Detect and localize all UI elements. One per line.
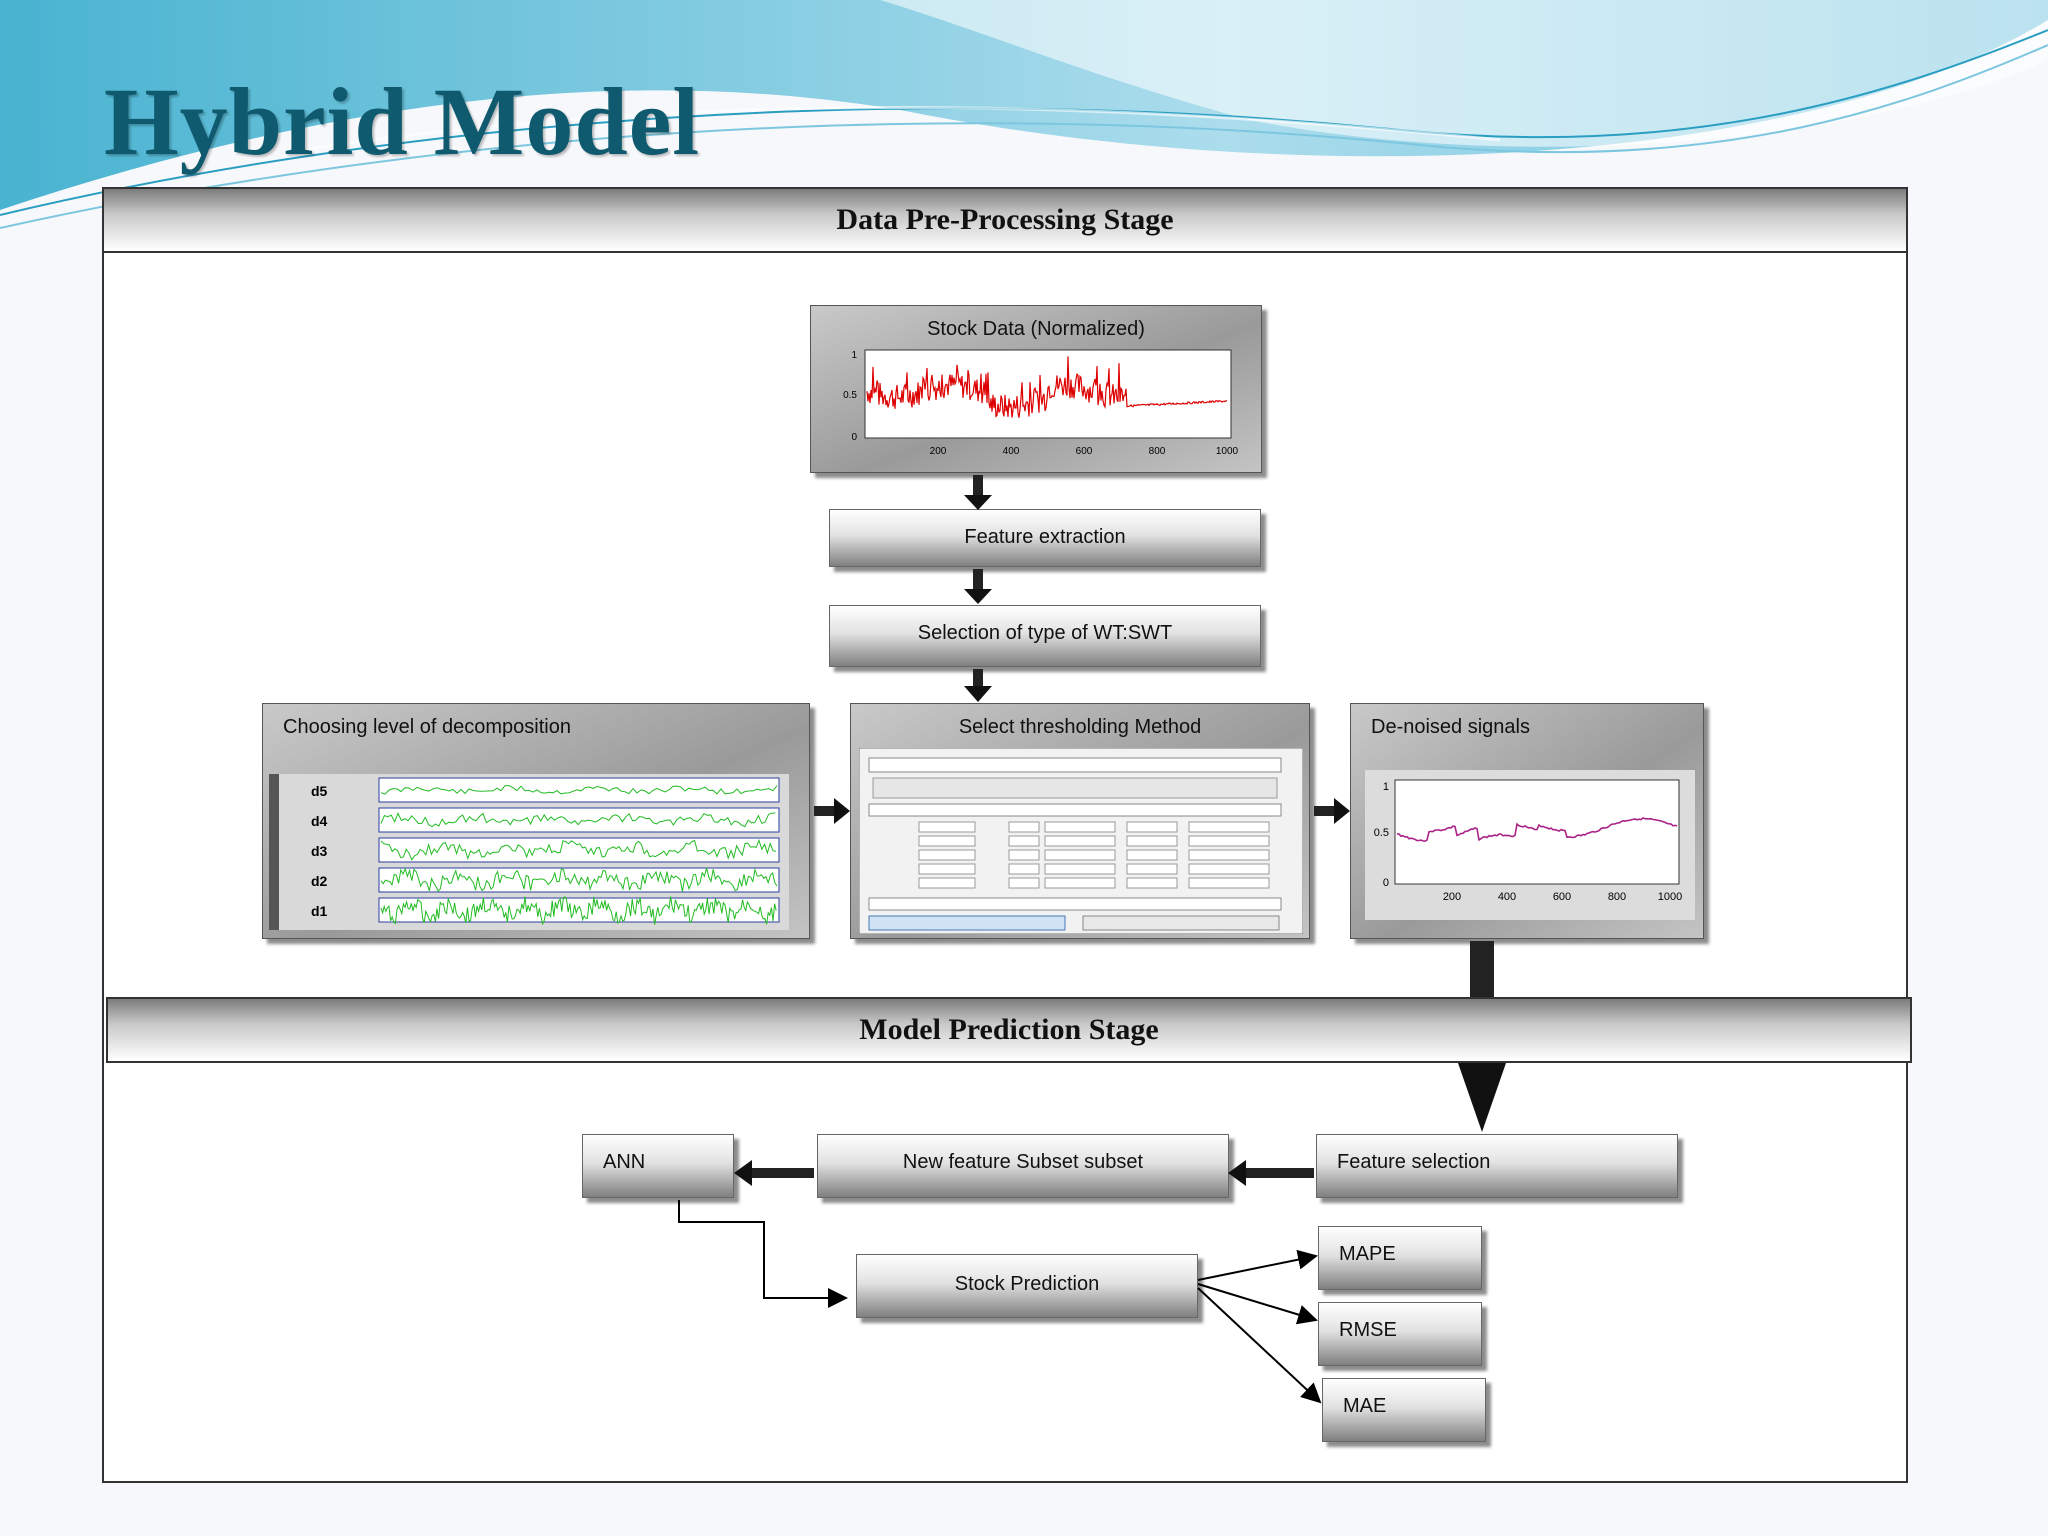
- wt-selection-box: Selection of type of WT:SWT: [829, 605, 1261, 667]
- ann-label: ANN: [603, 1151, 646, 1173]
- decomp-row-frame: [378, 867, 780, 893]
- decomp-level-label: d3: [311, 843, 328, 859]
- threshold-field-icon: [1126, 849, 1178, 861]
- stock-prediction-box: Stock Prediction: [856, 1254, 1198, 1318]
- denoised-xtick: 200: [1443, 891, 1461, 903]
- decomp-level-label: d4: [311, 813, 328, 829]
- stock-prediction-label: Stock Prediction: [954, 1273, 1100, 1295]
- feature-extraction-label: Feature extraction: [964, 526, 1126, 548]
- thresholding-dialog-icon: [859, 748, 1303, 934]
- threshold-field-icon: [1008, 835, 1040, 847]
- threshold-field-icon: [918, 821, 976, 833]
- stock-series-line: [866, 356, 1228, 418]
- denoised-xtick: 600: [1553, 891, 1571, 903]
- decomposition-panel: Choosing level of decomposition d5 d4 d3…: [262, 703, 810, 939]
- threshold-field-icon: [918, 835, 976, 847]
- stock-xtick: 400: [1003, 446, 1020, 457]
- decomposition-plot: d5 d4 d3 d2 d1: [269, 774, 789, 930]
- threshold-field-icon: [1008, 849, 1040, 861]
- threshold-field-icon: [918, 863, 976, 875]
- threshold-field-icon: [1044, 877, 1116, 889]
- threshold-field-icon: [1008, 877, 1040, 889]
- thresholding-label: Select thresholding Method: [958, 716, 1202, 738]
- mape-label: MAPE: [1339, 1243, 1396, 1265]
- mape-box: MAPE: [1318, 1226, 1482, 1290]
- ann-box: ANN: [582, 1134, 734, 1198]
- threshold-field-icon: [1188, 863, 1270, 875]
- decomp-row-frame: [378, 807, 780, 833]
- thresholding-panel: Select thresholding Method: [850, 703, 1310, 939]
- decomp-series-line: [380, 785, 778, 795]
- threshold-field-icon: [1126, 835, 1178, 847]
- preprocessing-stage-label: Data Pre-Processing Stage: [836, 203, 1174, 236]
- threshold-field-icon: [1188, 835, 1270, 847]
- mae-label: MAE: [1343, 1395, 1387, 1417]
- threshold-field-icon: [1126, 863, 1178, 875]
- threshold-field-icon: [1126, 821, 1178, 833]
- threshold-field-icon: [1044, 835, 1116, 847]
- denoised-xtick: 400: [1498, 891, 1516, 903]
- stock-xtick: 1000: [1216, 446, 1239, 457]
- decomp-series-line: [380, 812, 776, 828]
- stock-data-plot: 1 0.5 0 200 400 600 800 1000: [843, 349, 1239, 457]
- threshold-field-icon: [918, 849, 976, 861]
- stock-ytick: 0: [851, 432, 857, 443]
- stock-ytick: 1: [851, 350, 857, 361]
- threshold-field-icon: [1126, 877, 1178, 889]
- denoised-ytick: 0: [1383, 877, 1389, 889]
- new-subset-label: New feature Subset subset: [902, 1151, 1144, 1173]
- denoised-label: De-noised signals: [1371, 716, 1530, 738]
- preprocessing-stage-bar: Data Pre-Processing Stage: [102, 187, 1908, 253]
- denoised-plot: 1 0.5 0 200 400 600 800 1000: [1365, 770, 1695, 920]
- denoised-ytick: 0.5: [1374, 827, 1389, 839]
- threshold-field-icon: [1044, 821, 1116, 833]
- feature-extraction-box: Feature extraction: [829, 509, 1261, 567]
- threshold-field-icon: [1188, 821, 1270, 833]
- stock-ytick: 0.5: [843, 390, 857, 401]
- stock-data-label: Stock Data (Normalized): [927, 318, 1145, 340]
- threshold-field-icon: [1044, 849, 1116, 861]
- new-subset-box: New feature Subset subset: [817, 1134, 1229, 1198]
- stock-data-panel: Stock Data (Normalized) 1 0.5 0 200 400 …: [810, 305, 1262, 473]
- rmse-box: RMSE: [1318, 1302, 1482, 1366]
- wt-selection-label: Selection of type of WT:SWT: [917, 622, 1173, 644]
- denoised-ytick: 1: [1383, 781, 1389, 793]
- denoised-xtick: 1000: [1658, 891, 1682, 903]
- threshold-field-icon: [1188, 877, 1270, 889]
- denoised-series-line: [1396, 816, 1678, 843]
- feature-selection-label: Feature selection: [1337, 1151, 1491, 1173]
- stock-xtick: 600: [1076, 446, 1093, 457]
- decomp-level-label: d1: [311, 903, 328, 919]
- stock-xtick: 800: [1149, 446, 1166, 457]
- threshold-field-icon: [1044, 863, 1116, 875]
- rmse-label: RMSE: [1339, 1319, 1397, 1341]
- feature-selection-box: Feature selection: [1316, 1134, 1678, 1198]
- decomp-series-line: [380, 838, 776, 861]
- decomp-series-line: [380, 867, 778, 892]
- mae-box: MAE: [1322, 1378, 1486, 1442]
- threshold-field-icon: [1008, 863, 1040, 875]
- prediction-stage-label: Model Prediction Stage: [859, 1013, 1159, 1046]
- threshold-field-icon: [918, 877, 976, 889]
- decomp-level-label: d5: [311, 783, 328, 799]
- decomp-level-label: d2: [311, 873, 328, 889]
- denoised-panel: De-noised signals 1 0.5 0 200 400 600 80…: [1350, 703, 1704, 939]
- denoised-xtick: 800: [1608, 891, 1626, 903]
- threshold-field-icon: [1008, 821, 1040, 833]
- page-title: Hybrid Model: [104, 68, 701, 175]
- stock-xtick: 200: [930, 446, 947, 457]
- decomp-series-line: [380, 896, 777, 926]
- decomposition-label: Choosing level of decomposition: [283, 716, 571, 738]
- threshold-field-icon: [1188, 849, 1270, 861]
- prediction-stage-bar: Model Prediction Stage: [106, 997, 1912, 1063]
